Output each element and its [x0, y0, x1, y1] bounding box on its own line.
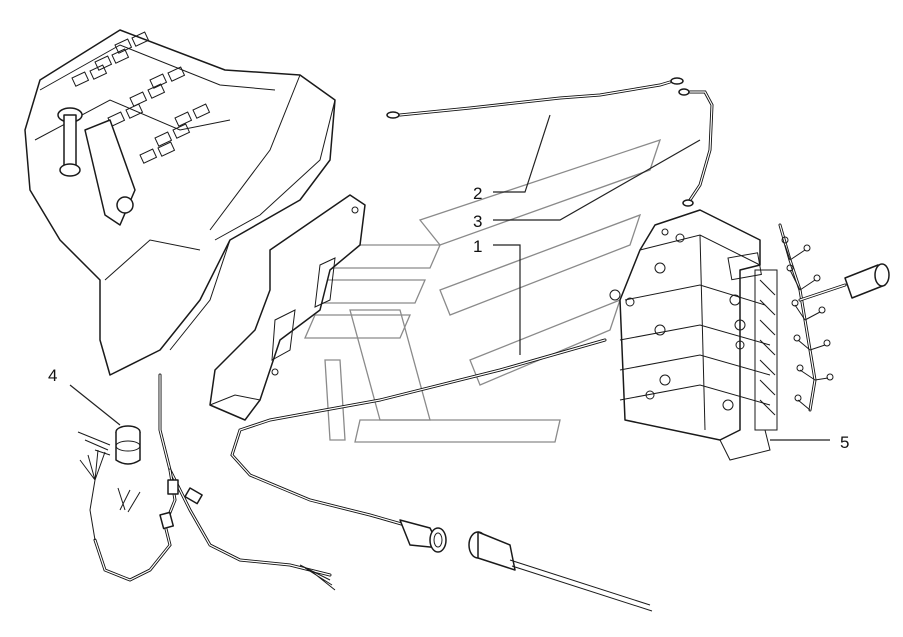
callout-4: 4 — [48, 366, 57, 385]
callout-1: 1 — [473, 237, 482, 256]
watermark-logo — [304, 138, 662, 443]
control-console-icon — [24, 29, 336, 376]
callout-labels: 2 3 1 4 5 — [48, 184, 849, 452]
leader-lines — [69, 114, 830, 441]
callout-3: 3 — [473, 212, 482, 231]
valve-wiring-harness-icon — [778, 223, 890, 412]
harness-connector-icon — [844, 263, 890, 299]
plug-connector-icon — [468, 531, 653, 612]
valve-block-icon — [609, 209, 778, 461]
long-cable-icon — [230, 338, 607, 553]
ground-cable-icon — [386, 77, 684, 119]
joystick-icon — [57, 107, 136, 226]
callout-5: 5 — [840, 433, 849, 452]
cable-3-icon — [678, 88, 714, 207]
cable-plug-icon — [399, 519, 447, 553]
console-wiring-harness-icon — [79, 373, 336, 591]
leader-1 — [493, 244, 521, 355]
switch-connector-icon — [77, 425, 141, 465]
leader-4 — [69, 384, 121, 426]
mounting-bracket-icon — [209, 194, 366, 421]
inline-connector-icon — [159, 479, 203, 530]
callout-2: 2 — [473, 184, 482, 203]
leader-3 — [493, 139, 701, 221]
console-button-grid — [71, 31, 211, 164]
leader-2 — [493, 114, 551, 193]
